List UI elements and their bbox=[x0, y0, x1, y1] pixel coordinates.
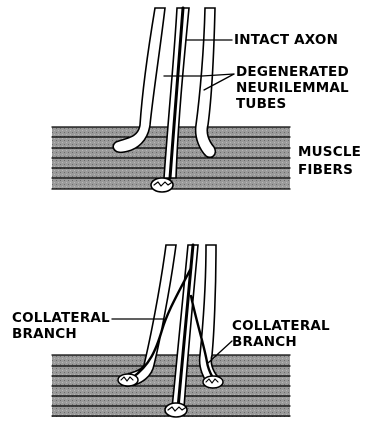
bottom-panel: COLLATERAL BRANCH COLLATERAL BRANCH bbox=[12, 245, 330, 417]
top-panel: INTACT AXON DEGENERATED NEURILEMMAL TUBE… bbox=[52, 8, 361, 192]
right-collateral-label-line1: COLLATERAL bbox=[232, 318, 330, 334]
muscle-fibers-label-line2: FIBERS bbox=[298, 162, 353, 178]
muscle-fibers-label-line1: MUSCLE bbox=[298, 144, 361, 160]
top-end-plate bbox=[151, 178, 173, 192]
degenerated-label-line2: NEURILEMMAL bbox=[236, 80, 349, 96]
right-collateral-label-line2: BRANCH bbox=[232, 334, 297, 350]
degenerated-label-line1: DEGENERATED bbox=[236, 64, 349, 80]
left-collateral-label-line1: COLLATERAL bbox=[12, 310, 110, 326]
left-collateral-label-line2: BRANCH bbox=[12, 326, 77, 342]
intact-axon-label: INTACT AXON bbox=[234, 32, 338, 48]
degenerated-label-line3: TUBES bbox=[236, 96, 286, 112]
